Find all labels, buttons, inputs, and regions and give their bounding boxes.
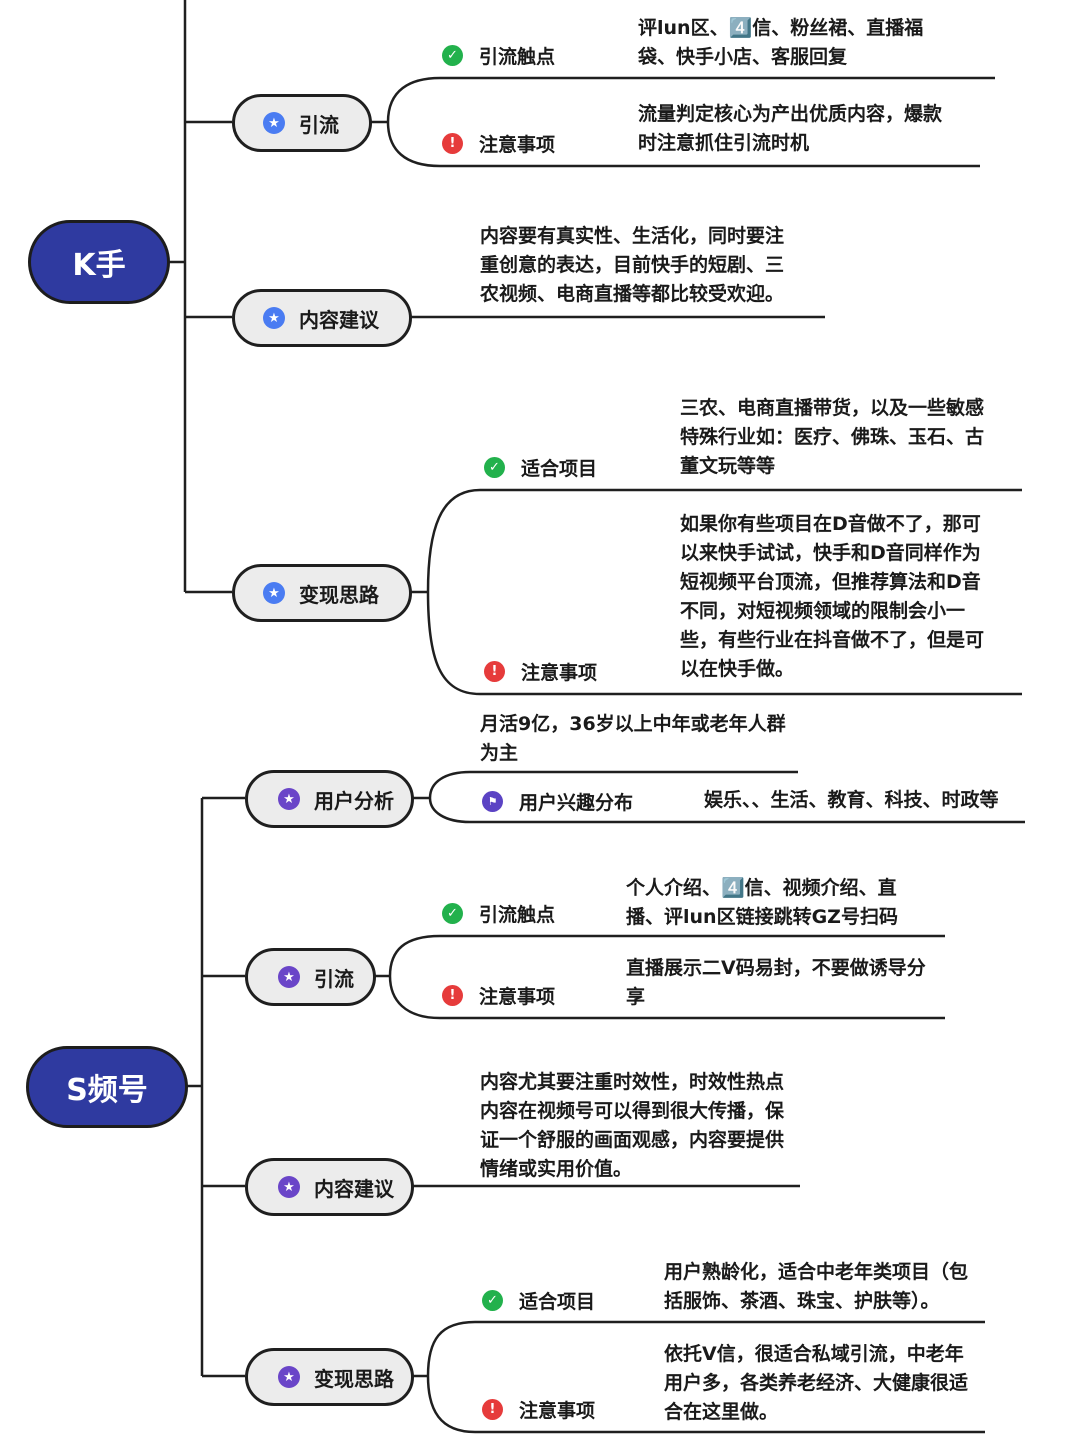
text-line: 三农、电商直播带货，以及一些敏感 (680, 397, 985, 419)
leaf-text-fit: 用户熟龄化，适合中老年类项目（包 括服饰、茶酒、珠宝、护肤等）。 (664, 1258, 968, 1316)
leaf-notes[interactable]: ! 注意事项 (484, 658, 597, 685)
text-line: 情绪或实用价值。 (480, 1158, 633, 1180)
text-line: 直播展示二V码易封，不要做诱导分 (626, 957, 926, 979)
text-line: 农视频、电商直播等都比较受欢迎。 (480, 283, 785, 305)
exclamation-icon: ! (442, 985, 463, 1006)
text-line: 依托V信，很适合私域引流，中老年 (664, 1343, 964, 1365)
check-icon: ✓ (442, 45, 463, 66)
text-line: 为主 (480, 742, 519, 764)
leaf-text-user: 月活9亿，36岁以上中年或老年人群 为主 (480, 710, 786, 768)
leaf-label: 引流触点 (479, 904, 556, 926)
text-line: 内容尤其要注重时效性，时效性热点 (480, 1071, 785, 1093)
text-line: 流量判定核心为产出优质内容，爆款 (638, 103, 943, 125)
leaf-notes[interactable]: ! 注意事项 (442, 982, 555, 1009)
check-icon: ✓ (482, 1290, 503, 1311)
text-line: 短视频平台顶流，但推荐算法和D音 (680, 571, 981, 593)
text-line: 重创意的表达，目前快手的短剧、三 (480, 254, 785, 276)
node-label: 引流 (299, 112, 339, 137)
node-yinliu[interactable]: ★ 引流 (232, 94, 372, 152)
text-line: 娱乐、、生活、教育、科技、时政等 (704, 789, 999, 811)
text-line: 内容要有真实性、生活化，同时要注 (480, 225, 785, 247)
leaf-fit-projects[interactable]: ✓ 适合项目 (484, 454, 597, 481)
text-line: 括服饰、茶酒、珠宝、护肤等）。 (664, 1290, 940, 1312)
node-content-advice[interactable]: ★ 内容建议 (245, 1158, 414, 1216)
check-icon: ✓ (442, 903, 463, 924)
leaf-text-content: 内容尤其要注重时效性，时效性热点 内容在视频号可以得到很大传播，保 证一个舒服的… (480, 1068, 784, 1184)
text-line: 合在这里做。 (664, 1401, 779, 1423)
leaf-text-notes: 依托V信，很适合私域引流，中老年 用户多，各类养老经济、大健康很适 合在这里做。 (664, 1340, 968, 1427)
node-yinliu[interactable]: ★ 引流 (245, 948, 376, 1006)
leaf-label: 用户兴趣分布 (519, 792, 634, 814)
leaf-text-interest: 娱乐、、生活、教育、科技、时政等 (704, 786, 999, 815)
check-icon: ✓ (484, 457, 505, 478)
leaf-fit-projects[interactable]: ✓ 适合项目 (482, 1287, 595, 1314)
leaf-text-fit: 三农、电商直播带货，以及一些敏感 特殊行业如：医疗、佛珠、玉石、古 董文玩等等 (680, 394, 984, 481)
text-line: 不同，对短视频领域的限制会小一 (680, 600, 966, 622)
text-line: 时注意抓住引流时机 (638, 132, 810, 154)
flag-icon: ⚑ (482, 791, 503, 812)
node-content-advice[interactable]: ★ 内容建议 (232, 289, 412, 347)
leaf-text-notes: 流量判定核心为产出优质内容，爆款 时注意抓住引流时机 (638, 100, 942, 158)
node-label: 引流 (314, 966, 354, 991)
node-label: 变现思路 (314, 1366, 394, 1391)
text-line: 享 (626, 986, 646, 1008)
star-icon: ★ (278, 788, 300, 810)
text-line: 评lun区、4️⃣信、粉丝裙、直播福 (638, 17, 924, 39)
leaf-text-notes: 如果你有些项目在D音做不了，那可 以来快手试试，快手和D音同样作为 短视频平台顶… (680, 510, 984, 684)
star-icon: ★ (278, 1176, 300, 1198)
leaf-touch-points[interactable]: ✓ 引流触点 (442, 900, 555, 927)
text-line: 以在快手做。 (680, 658, 795, 680)
text-line: 播、评lun区链接跳转GZ号扫码 (626, 906, 898, 928)
leaf-label: 适合项目 (519, 1291, 596, 1313)
leaf-label: 注意事项 (521, 662, 598, 684)
leaf-label: 注意事项 (519, 1400, 596, 1422)
text-line: 月活9亿，36岁以上中年或老年人群 (480, 713, 786, 735)
node-label: 变现思路 (299, 582, 379, 607)
leaf-label: 注意事项 (479, 134, 556, 156)
text-line: 袋、快手小店、客服回复 (638, 46, 848, 68)
star-icon: ★ (278, 1366, 300, 1388)
leaf-notes[interactable]: ! 注意事项 (482, 1396, 595, 1423)
text-line: 证一个舒服的画面观感，内容要提供 (480, 1129, 785, 1151)
node-monetization[interactable]: ★ 变现思路 (232, 564, 412, 622)
leaf-notes[interactable]: ! 注意事项 (442, 130, 555, 157)
leaf-label: 注意事项 (479, 986, 556, 1008)
leaf-label: 适合项目 (521, 458, 598, 480)
root-node-kuaishou[interactable]: K手 (28, 220, 170, 304)
text-line: 用户多，各类养老经济、大健康很适 (664, 1372, 969, 1394)
leaf-text-content: 内容要有真实性、生活化，同时要注 重创意的表达，目前快手的短剧、三 农视频、电商… (480, 222, 784, 309)
node-label: 用户分析 (314, 788, 394, 813)
text-line: 个人介绍、4️⃣信、视频介绍、直 (626, 877, 897, 899)
exclamation-icon: ! (484, 661, 505, 682)
leaf-label: 引流触点 (479, 46, 556, 68)
text-line: 董文玩等等 (680, 455, 776, 477)
exclamation-icon: ! (482, 1399, 503, 1420)
leaf-touch-points[interactable]: ✓ 引流触点 (442, 42, 555, 69)
star-icon: ★ (263, 112, 285, 134)
text-line: 用户熟龄化，适合中老年类项目（包 (664, 1261, 969, 1283)
node-label: 内容建议 (314, 1176, 394, 1201)
leaf-text-touch: 个人介绍、4️⃣信、视频介绍、直 播、评lun区链接跳转GZ号扫码 (626, 874, 898, 932)
root-label: K手 (72, 248, 126, 283)
node-label: 内容建议 (299, 307, 379, 332)
star-icon: ★ (263, 307, 285, 329)
text-line: 些，有些行业在抖音做不了，但是可 (680, 629, 985, 651)
leaf-user-interest[interactable]: ⚑ 用户兴趣分布 (482, 788, 633, 815)
text-line: 如果你有些项目在D音做不了，那可 (680, 513, 981, 535)
leaf-text-touch: 评lun区、4️⃣信、粉丝裙、直播福 袋、快手小店、客服回复 (638, 14, 923, 72)
root-node-shipinhao[interactable]: S频号 (26, 1046, 188, 1128)
text-line: 以来快手试试，快手和D音同样作为 (680, 542, 981, 564)
node-monetization[interactable]: ★ 变现思路 (245, 1348, 414, 1406)
text-line: 特殊行业如：医疗、佛珠、玉石、古 (680, 426, 985, 448)
exclamation-icon: ! (442, 133, 463, 154)
node-user-analysis[interactable]: ★ 用户分析 (245, 770, 414, 828)
root-label: S频号 (66, 1073, 148, 1108)
star-icon: ★ (278, 966, 300, 988)
text-line: 内容在视频号可以得到很大传播，保 (480, 1100, 785, 1122)
star-icon: ★ (263, 582, 285, 604)
leaf-text-notes: 直播展示二V码易封，不要做诱导分 享 (626, 954, 926, 1012)
